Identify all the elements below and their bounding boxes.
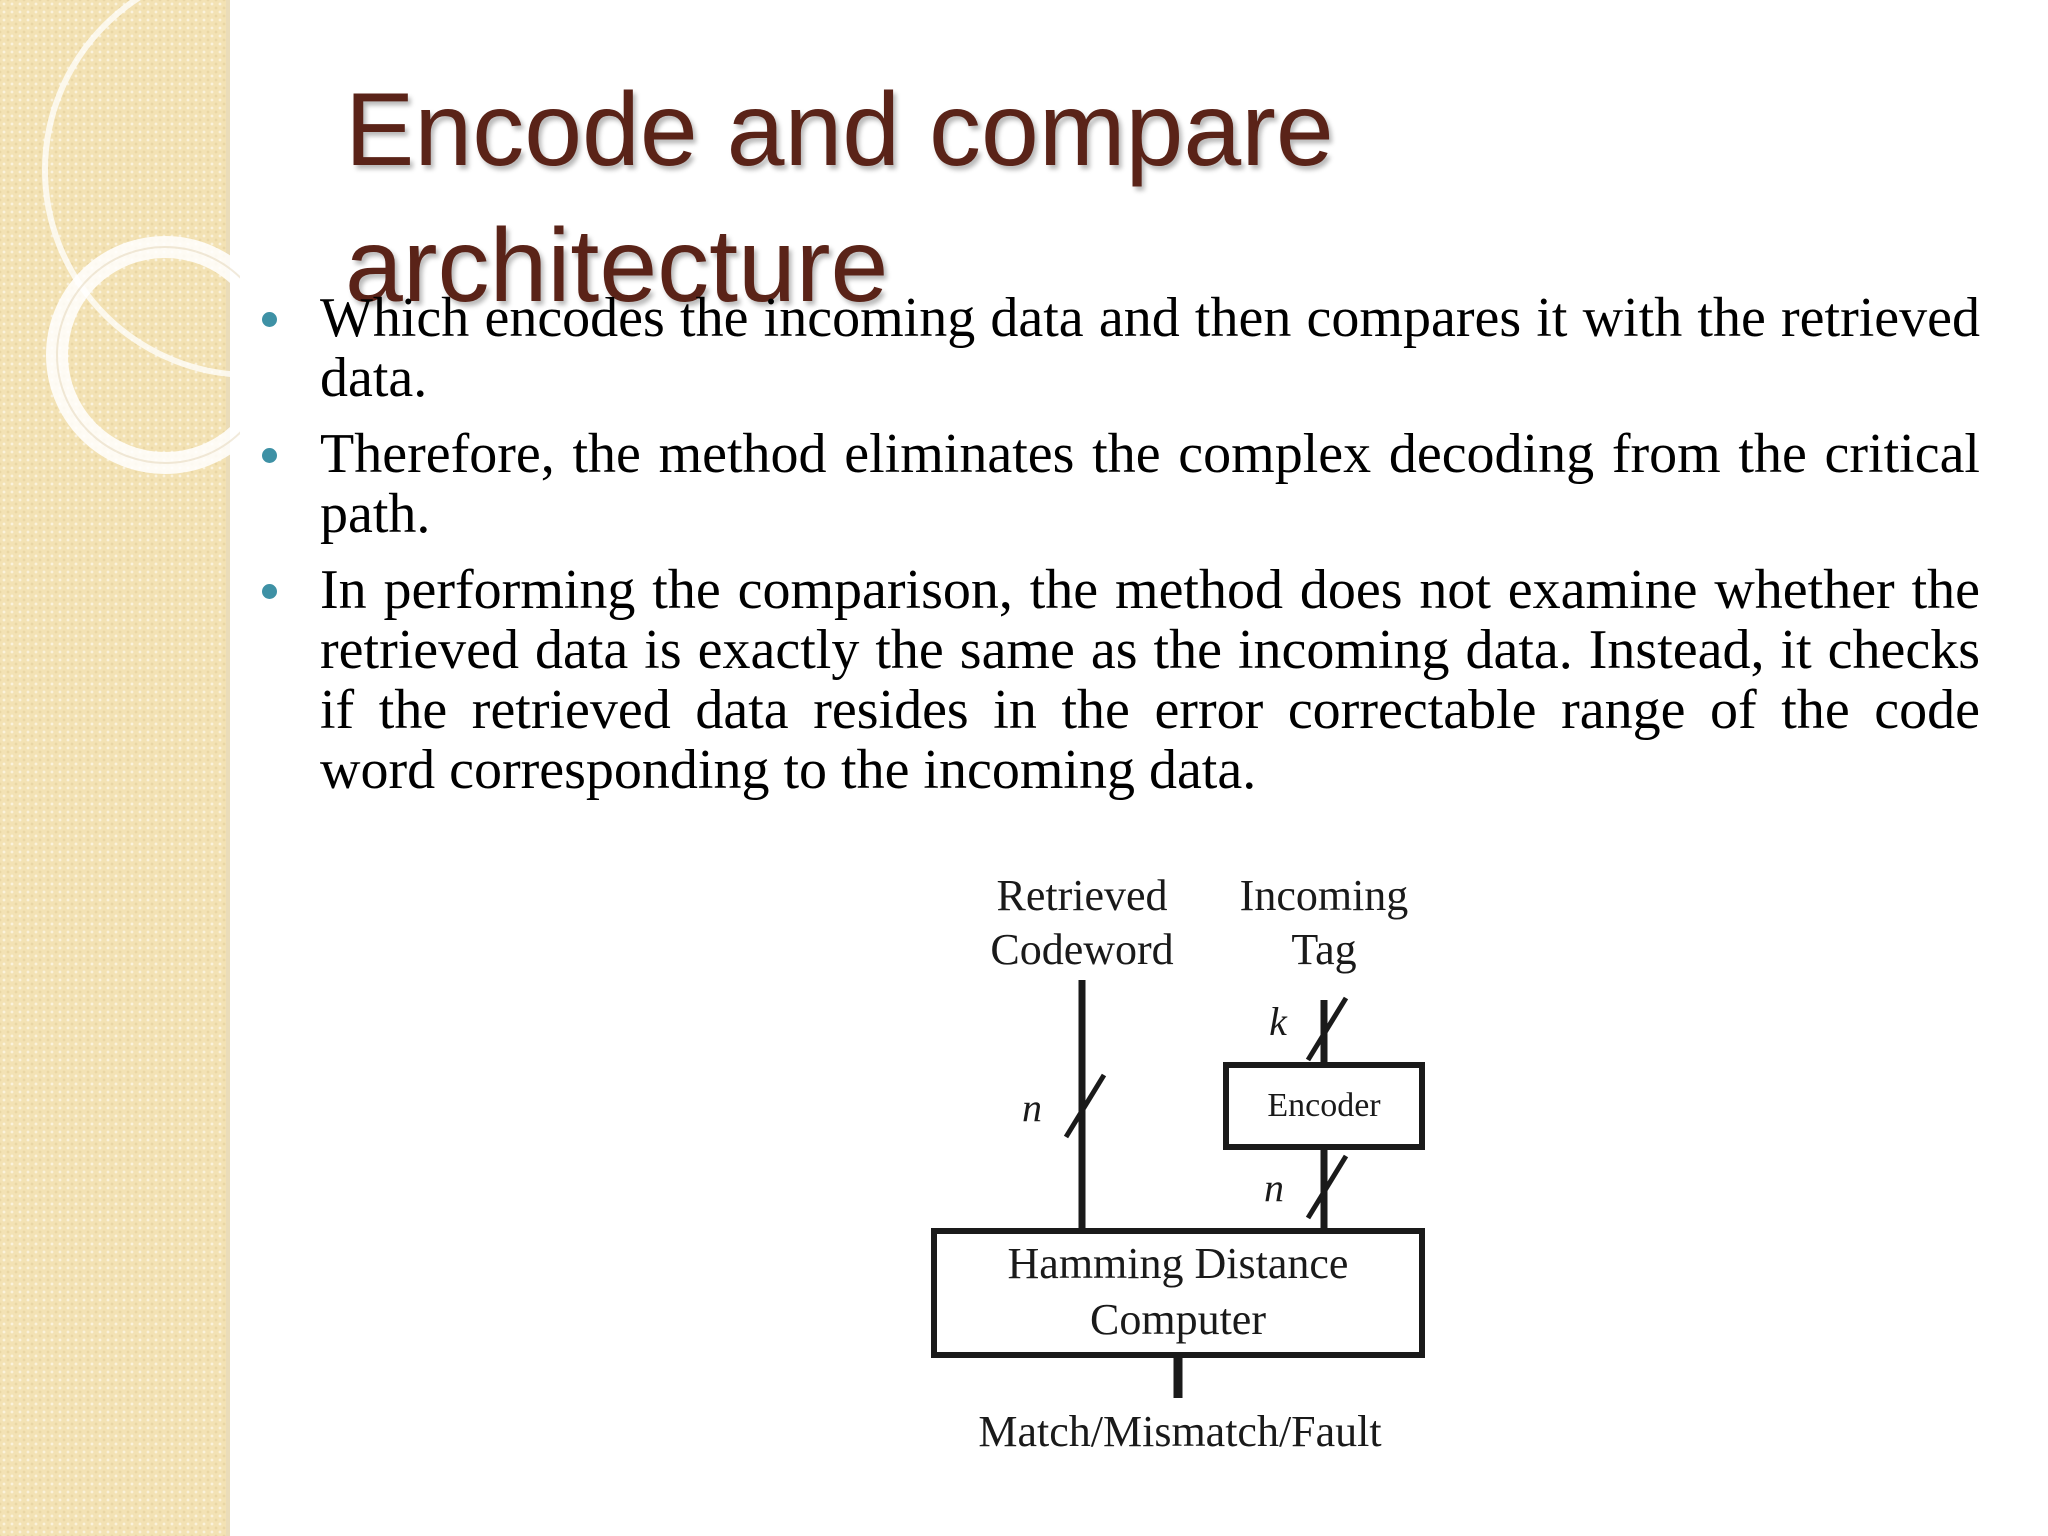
- bullet-dot-icon: [262, 448, 277, 463]
- bullet-text: Which encodes the incoming data and then…: [320, 287, 1980, 409]
- bullet-dot-icon: [262, 312, 277, 327]
- bus-width-n-right-label: n: [1244, 1168, 1304, 1208]
- incoming-label-line2: Tag: [1214, 922, 1434, 978]
- bullet-item: Which encodes the incoming data and then…: [260, 288, 1980, 408]
- incoming-label-line1: Incoming: [1214, 868, 1434, 924]
- bullet-item: Therefore, the method eliminates the com…: [260, 424, 1980, 544]
- encode-compare-diagram: Retrieved Codeword Incoming Tag k n n En…: [900, 860, 1460, 1470]
- output-label: Match/Mismatch/Fault: [900, 1404, 1460, 1460]
- bullet-dot-icon: [262, 584, 277, 599]
- bullet-text: In performing the comparison, the method…: [320, 559, 1980, 801]
- retrieved-label-line2: Codeword: [972, 922, 1192, 978]
- bus-width-n-left-label: n: [1002, 1088, 1062, 1128]
- small-ring: [57, 247, 240, 463]
- bullet-item: In performing the comparison, the method…: [260, 560, 1980, 800]
- hamming-label-line1: Hamming Distance: [934, 1236, 1422, 1292]
- retrieved-label-line1: Retrieved: [972, 868, 1192, 924]
- bullet-text: Therefore, the method eliminates the com…: [320, 423, 1980, 545]
- hamming-label-line2: Computer: [934, 1292, 1422, 1348]
- encoder-label: Encoder: [1226, 1086, 1422, 1126]
- bus-width-k-label: k: [1248, 1002, 1308, 1042]
- bullet-list: Which encodes the incoming data and then…: [260, 288, 1980, 816]
- decorative-rings: [0, 0, 240, 520]
